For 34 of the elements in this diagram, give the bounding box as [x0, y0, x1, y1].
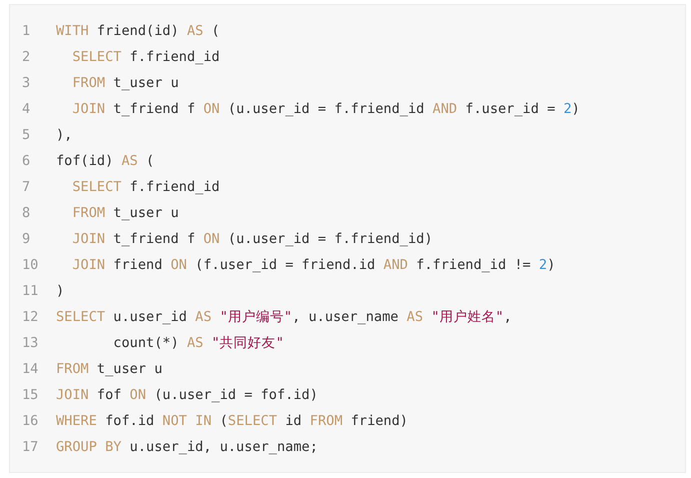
code-line: JOIN friend ON (f.user_id = friend.id AND f.friend_id != 2): [71, 256, 556, 275]
code-line: GROUP BY u.user_id, u.user_name;: [56, 438, 318, 457]
code-line: ): [56, 282, 64, 301]
line-number: 1: [22, 22, 32, 41]
code-line: FROM t_user u: [56, 360, 162, 379]
code-line: fof(id) AS (: [56, 152, 154, 171]
code-line: count(*) AS "共同好友": [112, 334, 284, 353]
line-number: 16: [22, 412, 40, 431]
line-number: 3: [22, 74, 32, 93]
line-number: 8: [22, 204, 32, 223]
code-line: JOIN fof ON (u.user_id = fof.id): [56, 386, 318, 405]
code-line: JOIN t_friend f ON (u.user_id = f.friend_id): [71, 230, 433, 249]
code-line: SELECT f.friend_id: [71, 178, 220, 197]
line-number: 10: [22, 256, 40, 275]
line-number: 14: [22, 360, 40, 379]
code-line: ),: [56, 126, 72, 145]
line-number: 17: [22, 438, 40, 457]
line-number: 5: [22, 126, 32, 145]
line-number: 2: [22, 48, 32, 67]
line-number: 13: [22, 334, 40, 353]
code-line: WHERE fof.id NOT IN (SELECT id FROM friend): [56, 412, 408, 431]
line-number: 15: [22, 386, 40, 405]
line-number: 11: [22, 282, 40, 301]
code-line: WITH friend(id) AS (: [56, 22, 220, 41]
code-line: SELECT f.friend_id: [71, 48, 220, 67]
line-number: 6: [22, 152, 32, 171]
code-line: JOIN t_friend f ON (u.user_id = f.friend_id AND f.user_id = 2): [71, 100, 580, 119]
line-number: 12: [22, 308, 40, 327]
code-line: FROM t_user u: [71, 74, 179, 93]
code-line: SELECT u.user_id AS "用户编号", u.user_name AS "用户姓名",: [56, 308, 512, 327]
line-number: 7: [22, 178, 32, 197]
code-line: FROM t_user u: [71, 204, 179, 223]
line-number: 4: [22, 100, 32, 119]
line-number: 9: [22, 230, 32, 249]
